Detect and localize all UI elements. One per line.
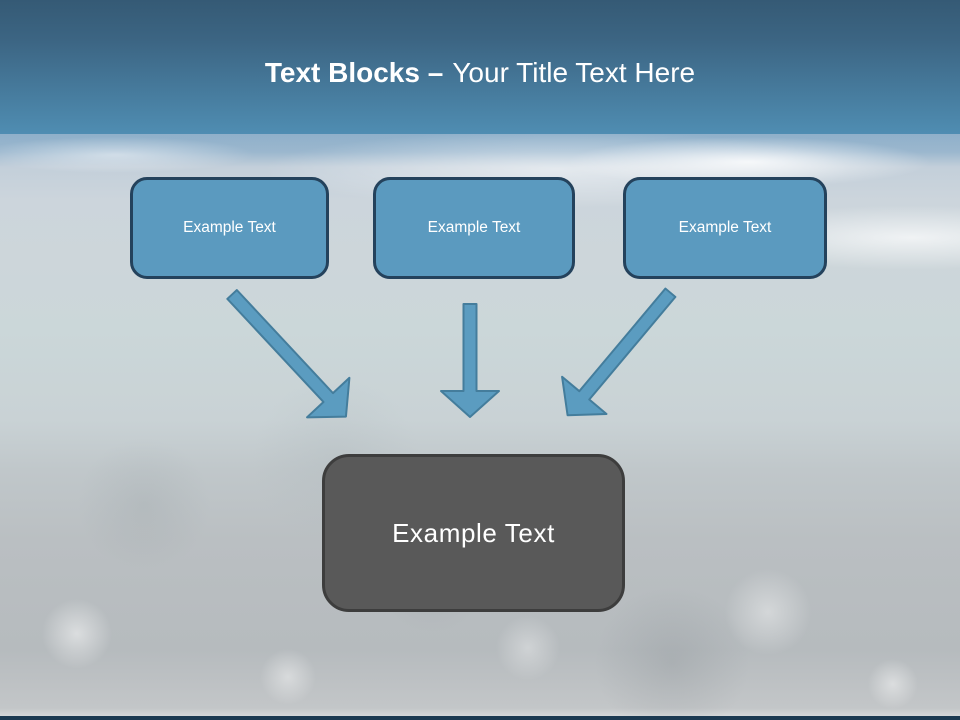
text-block-2-label: Example Text <box>427 219 521 236</box>
slide-title: Text Blocks – Your Title Text Here <box>265 45 695 89</box>
slide-title-regular: Your Title Text Here <box>452 57 696 88</box>
arrow-down-left-icon <box>561 287 677 417</box>
slide-title-bold: Text Blocks – <box>264 57 444 88</box>
text-block-1: Example Text <box>130 177 329 279</box>
result-block-label: Example Text <box>392 517 555 548</box>
text-block-3-label: Example Text <box>678 219 772 236</box>
result-block: Example Text <box>322 454 625 612</box>
text-block-1-label: Example Text <box>183 219 276 236</box>
header-band: Text Blocks – Your Title Text Here <box>0 0 960 134</box>
arrow-down-icon <box>440 303 500 418</box>
footer-bar <box>0 716 960 720</box>
arrow-down-right-icon <box>226 288 351 419</box>
text-block-2: Example Text <box>373 177 575 279</box>
text-block-3: Example Text <box>623 177 827 279</box>
